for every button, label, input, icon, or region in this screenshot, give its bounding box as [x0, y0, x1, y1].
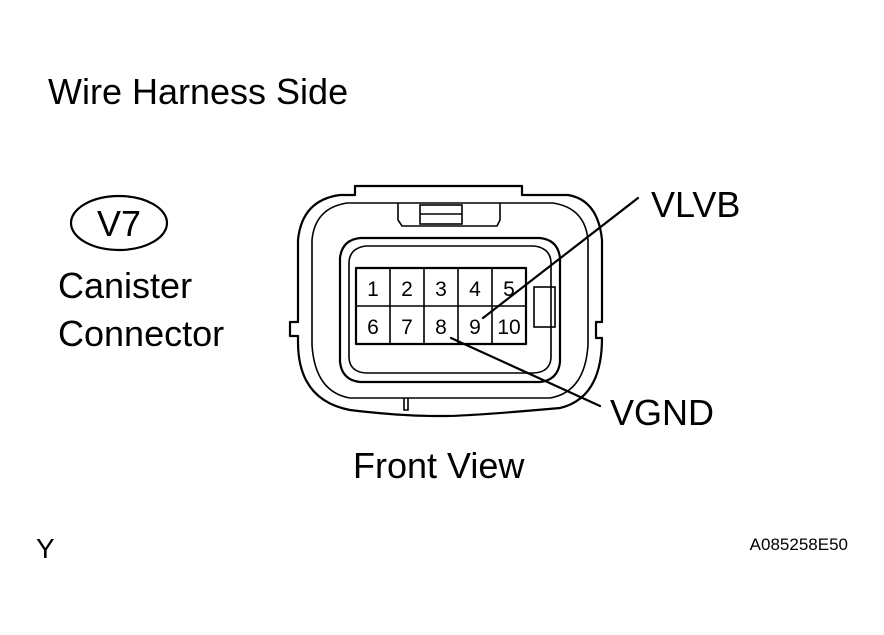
- pin-number: 7: [401, 316, 413, 339]
- vlvb-label: VLVB: [651, 184, 740, 225]
- pin-number: 2: [401, 278, 413, 301]
- vgnd-label: VGND: [610, 392, 714, 433]
- vgnd-leader-line: [449, 336, 602, 408]
- pin-number: 6: [367, 316, 379, 339]
- view-label: Front View: [353, 445, 525, 486]
- pin-number: 4: [469, 278, 481, 301]
- connector-name-line1: Canister: [58, 265, 192, 306]
- pin-row-bottom: 6 7 8 9 10: [367, 316, 521, 339]
- pin-number: 3: [435, 278, 447, 301]
- pin-number: 9: [469, 316, 481, 339]
- pin-number: 8: [435, 316, 447, 339]
- pin-number: 10: [497, 316, 520, 339]
- pin-number: 1: [367, 278, 379, 301]
- figure-id: A085258E50: [750, 535, 848, 554]
- pin-row-top: 1 2 3 4 5: [367, 278, 515, 301]
- pin-number: 5: [503, 278, 515, 301]
- connector-housing: [288, 184, 604, 418]
- footer-left-mark: Y: [36, 533, 55, 564]
- connector-code: V7: [97, 203, 141, 244]
- vlvb-leader-line: [481, 196, 640, 320]
- connector-code-oval: [69, 194, 169, 252]
- heading: Wire Harness Side: [48, 71, 348, 112]
- connector-name-line2: Connector: [58, 313, 224, 354]
